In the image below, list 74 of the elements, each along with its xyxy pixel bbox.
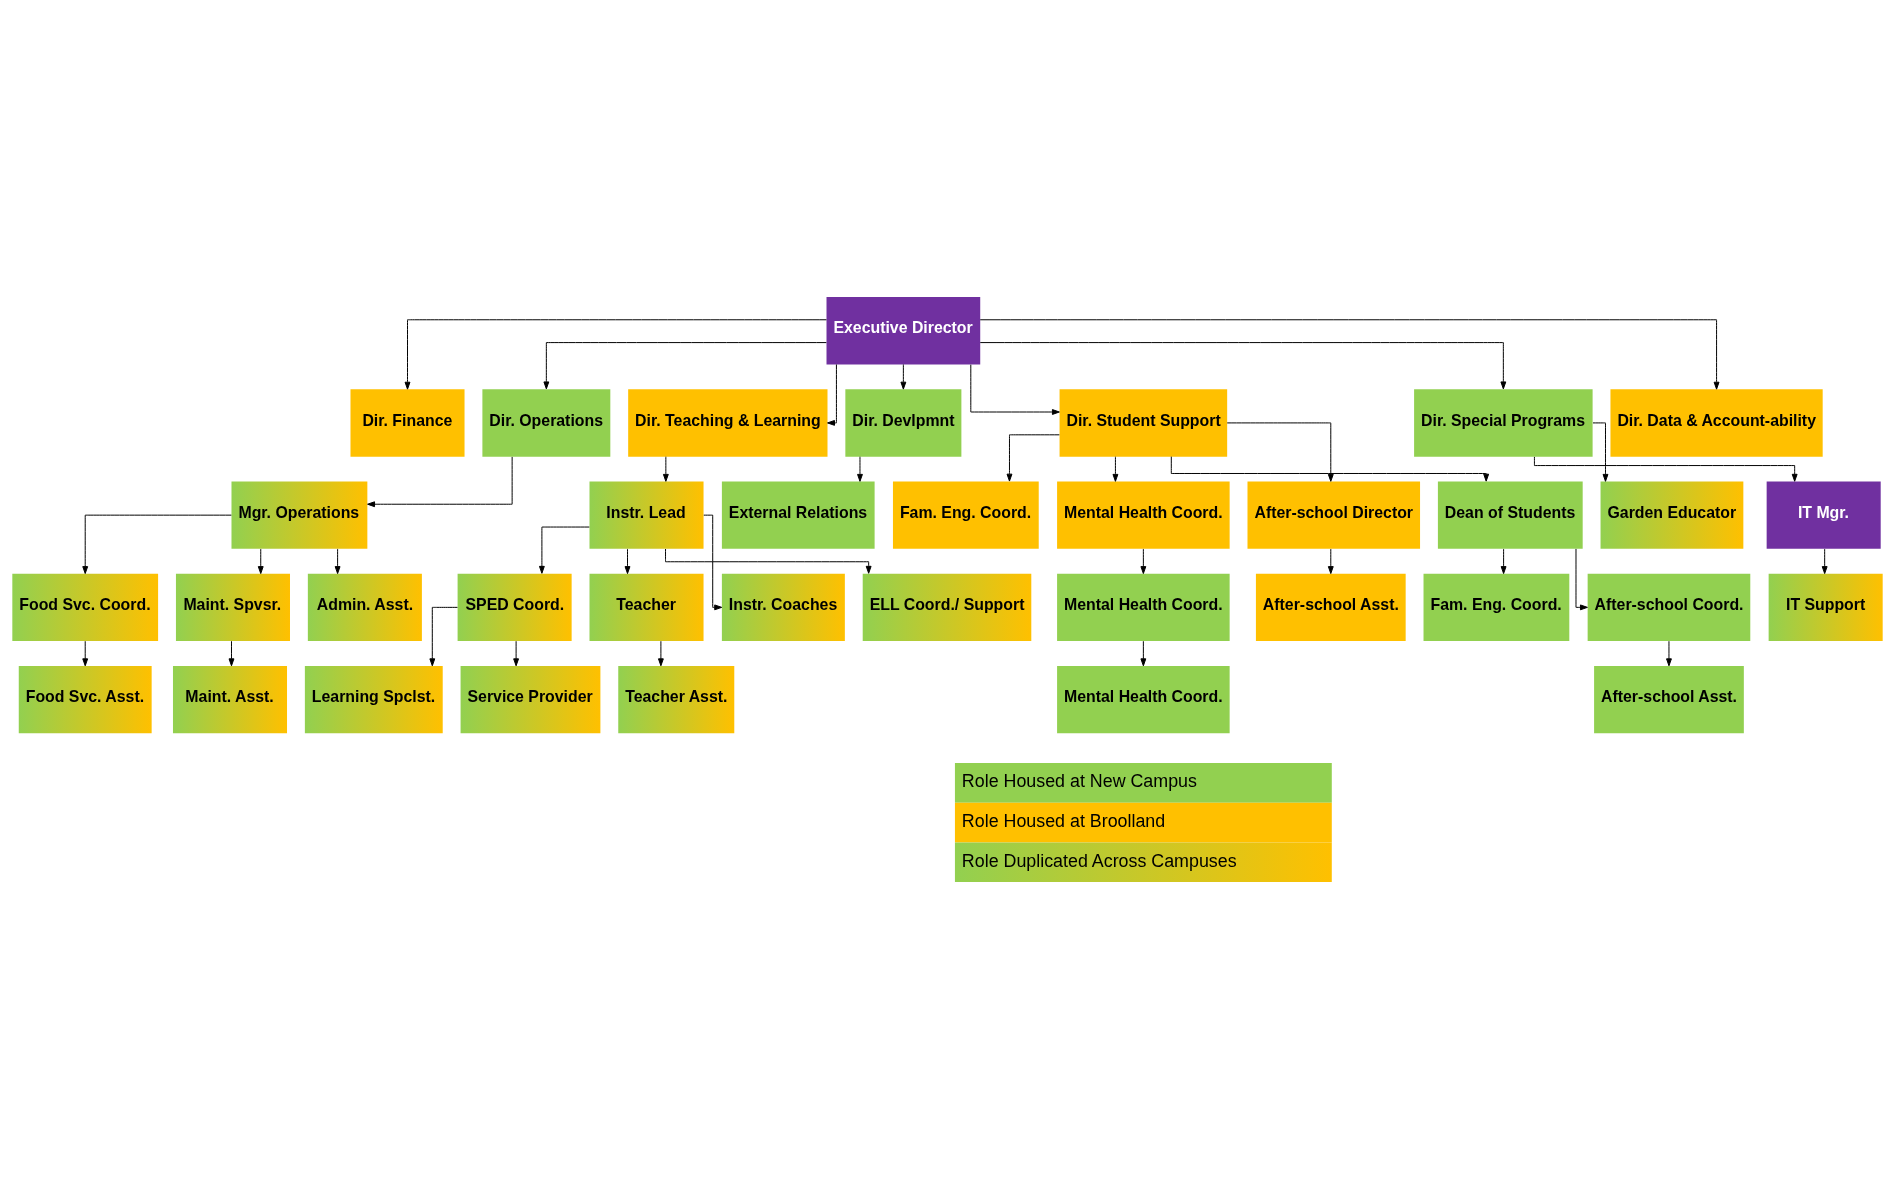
arrow [1666,640,1672,667]
arrow [82,514,232,575]
node-box: SPED Coord. [457,573,572,642]
arrow [979,319,1720,390]
node-box: Fam. Eng. Coord. [1423,573,1570,642]
arrow [1327,548,1334,575]
node-box: Mental Health Coord. [1057,573,1230,642]
arrow [1140,640,1147,667]
legend-label: Role Housed at New Campus [961,771,1197,792]
node-box: IT Mgr. [1766,481,1881,549]
node-box: Executive Director [826,296,981,365]
arrow [257,548,264,575]
node-box: Dir. Operations [482,389,611,457]
node-box: Dean of Students [1437,481,1583,549]
node-box: Mental Health Coord. [1057,665,1230,734]
node-box: Instr. Lead [589,481,704,549]
node-box: Dir. Student Support [1059,389,1228,457]
node-box: Food Svc. Coord. [12,573,159,642]
node-box: ELL Coord./ Support [862,573,1032,642]
arrow [1170,456,1490,482]
node-box: IT Support [1768,573,1883,642]
node-box: After-school Director [1247,481,1421,549]
legend-label: Role Duplicated Across Campuses [961,850,1237,871]
arrow [404,319,827,390]
arrow [334,548,341,575]
arrow [624,548,631,575]
arrow [1821,548,1828,575]
arrow [857,456,863,482]
arrow [1500,548,1507,575]
arrow [1112,456,1119,482]
node-box: Dir. Special Programs [1414,389,1593,457]
arrow [703,514,723,611]
node-box: Dir. Finance [350,389,465,457]
node-box: Mental Health Coord. [1057,481,1230,549]
arrow [827,364,837,426]
arrow [900,364,907,390]
node-box: Garden Educator [1600,481,1744,549]
arrow [1592,422,1609,482]
node-box: After-school Coord. [1587,573,1751,642]
node-box: Service Provider [460,665,601,734]
node-box: Admin. Asst. [307,573,422,642]
node-box: Fam. Eng. Coord. [892,481,1039,549]
arrow [1006,434,1060,482]
node-box: Food Svc. Asst. [18,665,152,734]
arrow [367,456,513,508]
node-box: Dir. Data & Account-ability [1610,389,1823,457]
arrow [429,606,458,667]
node-box: After-school Asst. [1594,665,1744,734]
node-box: Dir. Devlpmnt [845,389,962,457]
arrow [657,640,664,667]
arrow [665,548,872,574]
node-box: Maint. Asst. [173,665,287,734]
arrow [979,342,1507,390]
arrow [662,456,669,482]
arrow [1226,422,1334,482]
arrow [228,640,235,667]
arrow [1575,548,1588,611]
arrow [513,640,520,667]
node-box: After-school Asst. [1255,573,1406,642]
arrow [538,526,590,574]
arrow [82,640,89,667]
arrow [1533,456,1798,482]
node-box: Instr. Coaches [721,573,845,642]
node-box: Dir. Teaching & Learning [628,389,828,457]
node-box: External Relations [721,481,875,549]
node-box: Teacher Asst. [618,665,735,734]
node-box: Maint. Spvsr. [175,573,290,642]
arrow [543,342,827,390]
legend-label: Role Housed at Broolland [961,810,1166,831]
arrow [970,364,1060,415]
node-box: Learning Spclst. [304,665,443,734]
node-box: Teacher [589,573,704,642]
node-box: Mgr. Operations [231,481,368,549]
arrow [1140,548,1147,575]
